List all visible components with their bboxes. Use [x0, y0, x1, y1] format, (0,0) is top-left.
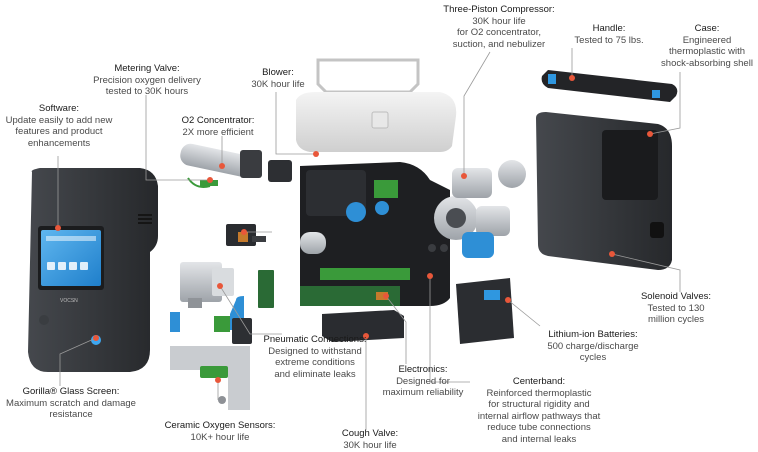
callout-title: Ceramic Oxygen Sensors: — [164, 420, 276, 431]
callout-desc: Precision oxygen delivery tested to 30K … — [93, 74, 201, 98]
callout-electronics: Electronics: Designed for maximum reliab… — [376, 364, 470, 399]
centerband-part — [300, 162, 450, 306]
callout-title: Electronics: — [398, 364, 448, 375]
callout-metering-valve: Metering Valve: Precision oxygen deliver… — [84, 63, 210, 98]
electronics-part — [300, 286, 400, 306]
callout-desc: 30K hour life — [343, 439, 397, 451]
callout-title: Metering Valve: — [114, 63, 180, 74]
callout-title: Three-Piston Compressor: — [443, 4, 555, 15]
callout-blower: Blower: 30K hour life — [238, 67, 318, 90]
case-part — [536, 112, 672, 270]
callout-title: Blower: — [262, 67, 294, 78]
callout-title: Lithium-ion Batteries: — [548, 329, 638, 340]
callout-title: Software: — [38, 103, 80, 114]
callout-desc: 2X more efficient — [182, 126, 254, 138]
o2-concentrator-part — [180, 143, 292, 188]
blue-tube-parts — [170, 296, 252, 344]
callout-title: Handle: — [592, 23, 626, 34]
oxygen-sensor-part — [170, 346, 250, 410]
callout-desc: Update easily to add new features and pr… — [5, 114, 113, 149]
cough-valve-part — [322, 310, 404, 342]
circuit-board-part — [258, 270, 274, 308]
callout-desc: Maximum scratch and damage resistance — [6, 397, 136, 421]
callout-handle: Handle: Tested to 75 lbs. — [566, 23, 652, 46]
callout-title: Case: — [694, 23, 720, 34]
callout-solenoid-valves: Solenoid Valves: Tested to 130 million c… — [624, 291, 728, 326]
callout-title: Solenoid Valves: — [640, 291, 712, 302]
callout-desc: Designed to withstand extreme conditions… — [268, 345, 362, 380]
callout-desc: 30K hour life for O2 concentrator, sucti… — [452, 15, 546, 50]
front-device: VOCSN — [28, 168, 158, 372]
callout-software: Software: Update easily to add new featu… — [4, 103, 114, 149]
callout-title: Centerband: — [512, 376, 566, 387]
callout-case: Case: Engineered thermoplastic with shoc… — [658, 23, 756, 69]
callout-title: Cough Valve: — [341, 428, 399, 439]
handle-part — [541, 70, 678, 102]
blower-part — [296, 58, 457, 152]
callout-cough-valve: Cough Valve: 30K hour life — [330, 428, 410, 451]
callout-title: O2 Concentrator: — [181, 115, 255, 126]
callout-markers — [55, 75, 653, 383]
callout-desc: 10K+ hour life — [190, 431, 250, 443]
callout-desc: Engineered thermoplastic with shock-abso… — [661, 34, 753, 69]
callout-batteries: Lithium-ion Batteries: 500 charge/discha… — [538, 329, 648, 364]
callout-pneumatic: Pneumatic Connections: Designed to withs… — [252, 334, 378, 380]
callout-desc: Reinforced thermoplastic for structural … — [477, 387, 601, 445]
callout-title: Pneumatic Connections: — [263, 334, 367, 345]
device-model-label: VOCSN — [60, 298, 78, 304]
callout-o2-concentrator: O2 Concentrator: 2X more efficient — [162, 115, 274, 138]
callout-centerband: Centerband: Reinforced thermoplastic for… — [464, 376, 614, 445]
metering-valve-part — [226, 224, 266, 246]
leader-lines — [57, 48, 681, 430]
valve-block-part — [180, 262, 234, 308]
battery-part — [456, 278, 514, 344]
callout-desc: Tested to 130 million cycles — [647, 302, 705, 326]
callout-compressor: Three-Piston Compressor: 30K hour life f… — [436, 4, 562, 50]
callout-desc: Tested to 75 lbs. — [574, 34, 644, 46]
callout-glass-screen: Gorilla® Glass Screen: Maximum scratch a… — [2, 386, 140, 421]
callout-desc: Designed for maximum reliability — [382, 375, 464, 399]
callout-desc: 30K hour life — [251, 78, 305, 90]
callout-desc: 500 charge/discharge cycles — [547, 340, 639, 364]
callout-title: Gorilla® Glass Screen: — [22, 386, 120, 397]
callout-oxygen-sensors: Ceramic Oxygen Sensors: 10K+ hour life — [154, 420, 286, 443]
